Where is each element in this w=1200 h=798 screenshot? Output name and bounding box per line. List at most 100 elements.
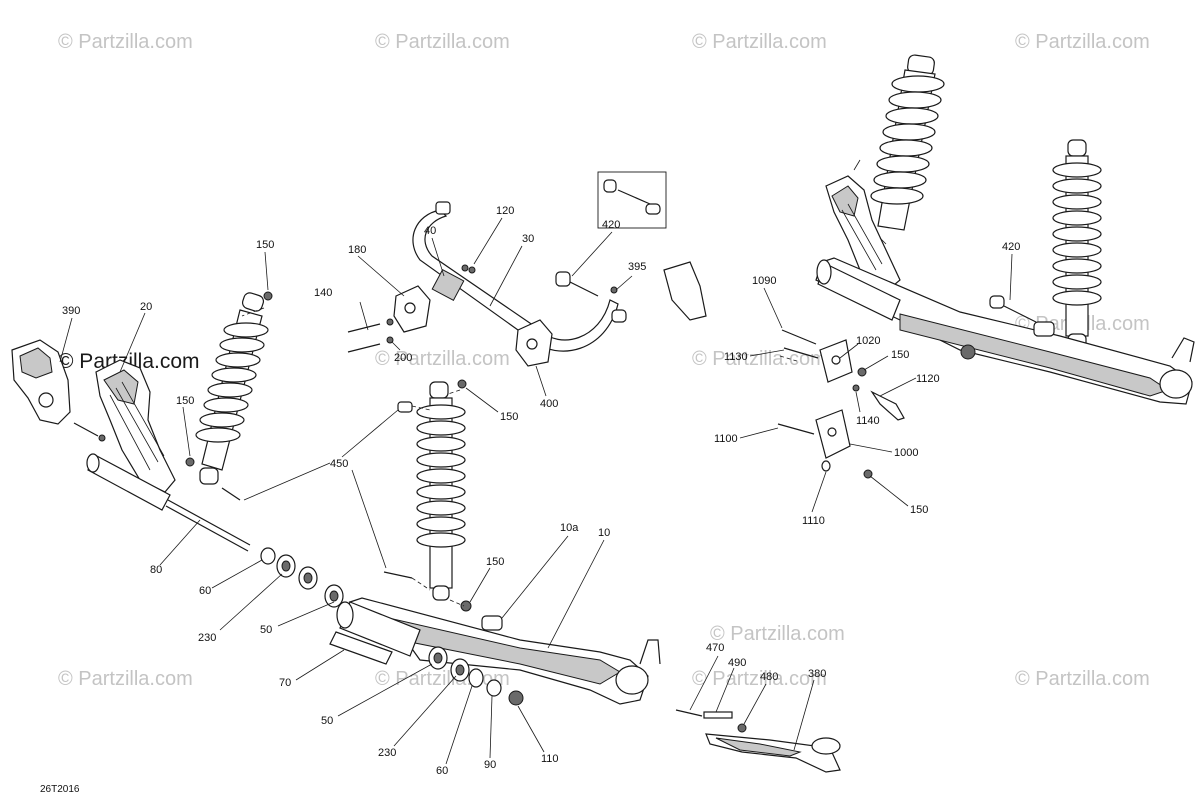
diagram-reference-code: 26T2016 <box>40 784 80 795</box>
bolt-1090 <box>781 329 817 345</box>
nut-150-center-top <box>457 379 467 389</box>
callout-140: 140 <box>314 287 332 299</box>
shock-top-eye <box>429 381 449 399</box>
callout-110: 110 <box>541 753 559 765</box>
bolt-1130 <box>783 347 819 359</box>
shock-spring <box>416 404 466 548</box>
callout-60: 60 <box>199 585 211 597</box>
stabilizer-end <box>435 201 451 215</box>
callout-470: 470 <box>706 642 724 654</box>
callout-395: 395 <box>628 261 646 273</box>
watermark: © Partzilla.com <box>692 31 827 53</box>
callout-labels: 390 20 150 150 80 60 230 50 70 50 230 60… <box>62 205 1020 777</box>
callout-90: 90 <box>484 759 496 771</box>
watermark-prominent: © Partzilla.com <box>58 350 200 373</box>
callout-30: 30 <box>522 233 534 245</box>
watermark: © Partzilla.com <box>375 31 510 53</box>
bracket-390-hole <box>38 392 54 408</box>
callout-200: 200 <box>394 352 412 364</box>
callout-150: 150 <box>256 239 274 251</box>
nut-480 <box>737 723 747 733</box>
bushing-420-installed <box>555 271 571 287</box>
center-swing-arm-assembly <box>329 379 661 706</box>
seal-60c <box>468 668 484 688</box>
callout-1100: 1100 <box>714 433 738 445</box>
bushing-center-top <box>397 401 413 413</box>
right-suspension-assembly <box>777 54 1195 479</box>
nut-150-left <box>185 457 195 467</box>
callout-390: 390 <box>62 305 80 317</box>
callout-150: 150 <box>910 504 928 516</box>
callout-150: 150 <box>891 349 909 361</box>
callout-80: 80 <box>150 564 162 576</box>
callout-480: 480 <box>760 671 778 683</box>
callout-120: 120 <box>496 205 514 217</box>
callout-150: 150 <box>486 556 504 568</box>
callout-1000: 1000 <box>894 447 918 459</box>
leader-lines <box>59 159 1013 765</box>
bushing-395 <box>611 309 627 323</box>
bolt-470 <box>675 709 703 717</box>
callout-150: 150 <box>176 395 194 407</box>
callout-1140: 1140 <box>856 415 880 427</box>
shock-spring <box>195 322 269 443</box>
swing-arm-10-eye <box>615 665 649 695</box>
shock-absorber-left <box>195 292 269 485</box>
watermark: © Partzilla.com <box>58 31 193 53</box>
callout-70: 70 <box>279 677 291 689</box>
tube-end <box>336 601 354 629</box>
bushing-420b <box>989 295 1005 309</box>
pin-1140 <box>852 384 860 392</box>
callout-380: 380 <box>808 668 826 680</box>
callout-150: 150 <box>500 411 518 423</box>
callout-420: 420 <box>602 219 620 231</box>
bolt-140b <box>347 343 381 353</box>
bushing-10a <box>481 615 503 631</box>
callout-420: 420 <box>1002 241 1020 253</box>
shock-top-eye <box>241 292 265 312</box>
callout-490: 490 <box>728 657 746 669</box>
bolt-450-left <box>221 487 241 501</box>
bolt-left <box>73 422 99 437</box>
left-suspension-assembly <box>11 291 344 608</box>
washer-90 <box>486 679 502 697</box>
callout-1090: 1090 <box>752 275 776 287</box>
callout-10a: 10a <box>560 522 579 534</box>
swing-arm-10-tab <box>639 639 661 665</box>
stabilizer-bar-assembly <box>347 171 707 367</box>
watermark: © Partzilla.com <box>692 348 827 370</box>
nut-200b <box>386 336 394 344</box>
watermark: © Partzilla.com <box>710 623 845 645</box>
pipe-70 <box>329 631 393 665</box>
shaft-80 <box>167 499 251 546</box>
bracket-390-face <box>19 347 53 379</box>
nut-150-center <box>460 600 472 612</box>
washer-1110 <box>821 460 831 472</box>
bushing-420 <box>603 179 617 193</box>
callout-400: 400 <box>540 398 558 410</box>
callout-20: 20 <box>140 301 152 313</box>
callout-10: 10 <box>598 527 610 539</box>
callout-1020: 1020 <box>856 335 880 347</box>
callout-60: 60 <box>436 765 448 777</box>
callout-40: 40 <box>424 225 436 237</box>
nut-150-top-left <box>263 291 273 301</box>
shock-bottom-eye <box>432 585 450 601</box>
axle-tube-end <box>86 453 100 473</box>
callout-1120: 1120 <box>916 373 940 385</box>
watermark: © Partzilla.com <box>375 348 510 370</box>
shock-absorber-center <box>416 381 466 601</box>
watermark: © Partzilla.com <box>692 668 827 690</box>
watermark: © Partzilla.com <box>1015 668 1150 690</box>
assembly-guide-lines <box>241 307 801 607</box>
shock-bottom-eye <box>199 467 219 485</box>
shock-absorber-right <box>1052 139 1102 349</box>
swing-arm-10-face <box>378 615 621 685</box>
callout-1130: 1130 <box>724 351 748 363</box>
bolt-450-center <box>383 571 413 579</box>
callout-50: 50 <box>260 624 272 636</box>
callout-1110: 1110 <box>802 515 825 527</box>
nut-120 <box>468 266 476 274</box>
